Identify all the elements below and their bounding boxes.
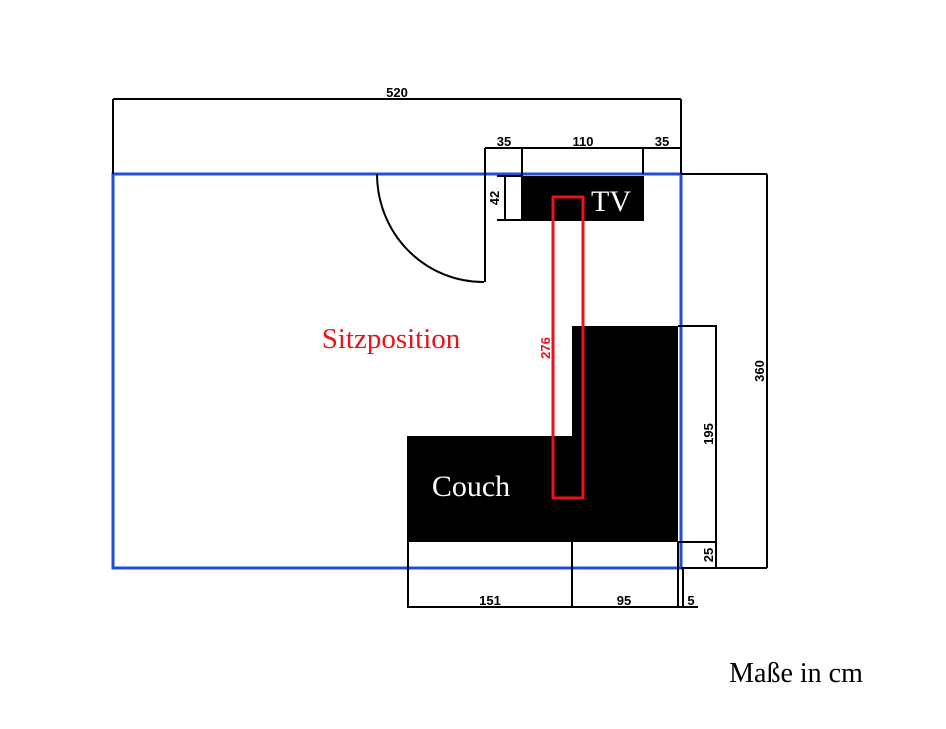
label-couch-wall-gap: 5 <box>687 593 694 608</box>
label-couch-to-wall: 25 <box>701 548 716 562</box>
dimension-couch-arm-length <box>678 325 717 568</box>
label-tv-right-gap: 35 <box>655 134 669 149</box>
label-couch-arm-width: 95 <box>617 593 631 608</box>
couch-block <box>407 326 678 542</box>
dimension-couch-bottom <box>407 542 698 608</box>
label-couch-arm-length: 195 <box>701 423 716 445</box>
label-couch-left-length: 151 <box>479 593 501 608</box>
dimension-room-width <box>112 98 682 174</box>
label-room-depth: 360 <box>752 360 767 382</box>
label-tv-depth: 42 <box>487 191 502 205</box>
tv-label: TV <box>591 185 631 218</box>
label-tv-left-gap: 35 <box>497 134 511 149</box>
viewing-distance-marker <box>551 195 585 500</box>
dimension-room-depth <box>681 173 768 569</box>
units-note: Maße in cm <box>729 658 863 689</box>
room-outline <box>111 172 683 570</box>
couch-label: Couch <box>432 470 510 503</box>
seating-position-label: Sitzposition <box>322 323 461 355</box>
dimension-tv-depth <box>497 175 522 221</box>
label-viewing-distance: 276 <box>538 337 553 359</box>
label-room-width: 520 <box>386 85 408 100</box>
door-swing-arc <box>376 173 485 284</box>
label-tv-width: 110 <box>573 134 594 149</box>
